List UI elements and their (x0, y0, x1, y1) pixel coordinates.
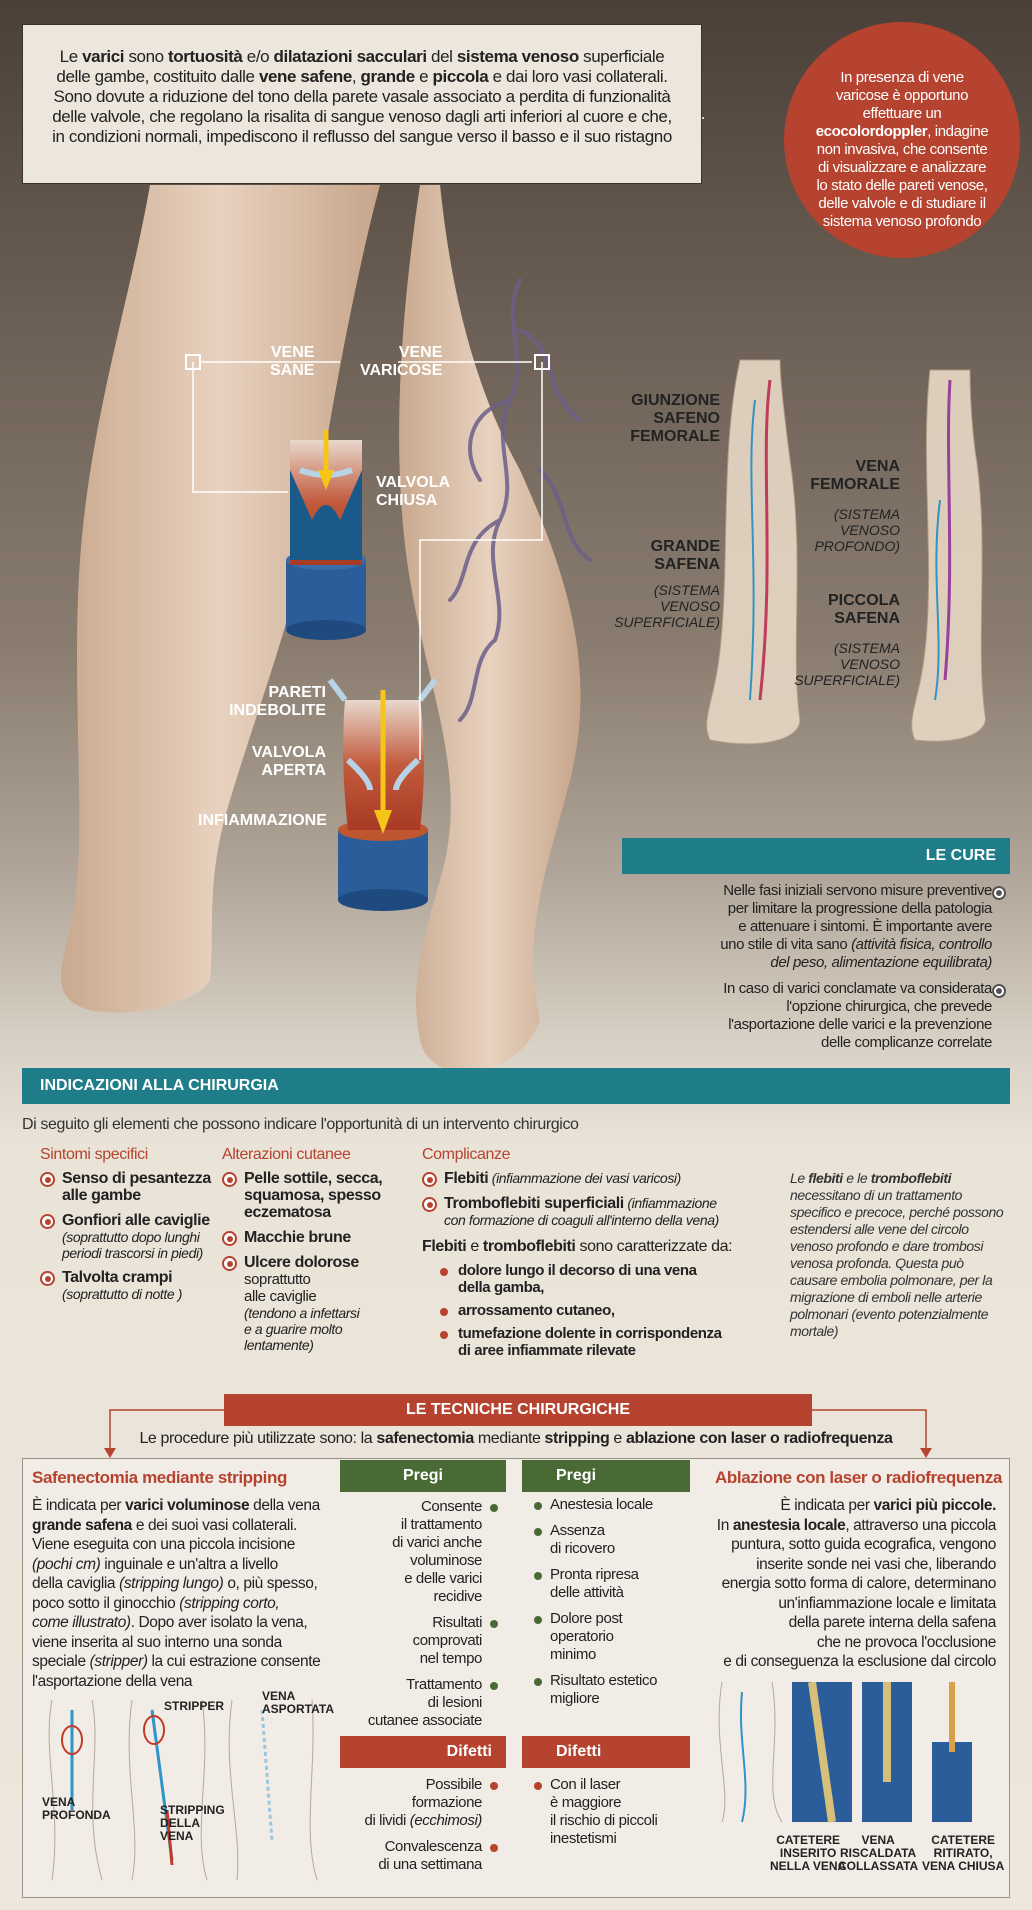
stripping-illustration (48, 1699, 318, 1881)
techniques-box (22, 1458, 1010, 1898)
techniques-header: LE TECNICHE CHIRURGICHE (224, 1394, 812, 1426)
ablation-title: Ablazione con laser o radiofrequenza (715, 1468, 1002, 1487)
complications-column: Complicanze Flebiti (infiammazione dei v… (422, 1146, 782, 1359)
techniques-intro: Le procedure più utilizzate sono: la saf… (139, 1430, 893, 1447)
list-item: Anestesia locale (532, 1496, 692, 1514)
surgery-indications-header: INDICAZIONI ALLA CHIRURGIA (22, 1068, 1010, 1104)
surgery-indications-intro: Di seguito gli elementi che possono indi… (22, 1116, 579, 1133)
technique-arrows (104, 1409, 932, 1458)
symptoms-heading: Sintomi specifici (40, 1146, 148, 1163)
cure-paragraph-1: Nelle fasi iniziali servono misure preve… (720, 882, 992, 971)
skin-heading: Alterazioni cutanee (222, 1146, 351, 1163)
list-item: arrossamento cutaneo, (436, 1302, 782, 1319)
anatomy-legs (706, 359, 986, 745)
legs-illustration (61, 185, 986, 1073)
ablation-pros-header: Pregi (522, 1460, 690, 1492)
label-stripper: STRIPPER (164, 1699, 225, 1713)
ecocolordoppler-circle: In presenza di vene varicose è opportuno… (784, 22, 1020, 258)
label-inflammation: INFIAMMAZIONE (198, 812, 327, 829)
ablation-text: È indicata per varici più piccole. In an… (716, 1497, 997, 1670)
ablation-cons-header: Difetti (522, 1736, 690, 1768)
complications-heading: Complicanze (422, 1146, 511, 1163)
open-valve-diagram (327, 678, 438, 911)
cure-header: LE CURE (622, 838, 1010, 874)
complications-subtitle: Flebiti e tromboflebiti sono caratterizz… (422, 1238, 733, 1255)
list-item: Talvolta crampi(soprattutto di notte ) (40, 1269, 220, 1302)
list-item: Tromboflebiti superficiali (infiammazion… (422, 1195, 782, 1228)
stripping-cons-header: Difetti (340, 1736, 506, 1768)
thrombophlebitis-note: Le flebiti e le tromboflebiti necessitan… (790, 1170, 1004, 1339)
right-leg (399, 185, 581, 1073)
bullet-icon (992, 886, 1006, 900)
cure-paragraph-2: In caso di varici conclamate va consider… (723, 980, 992, 1051)
varicose-veins (448, 278, 592, 722)
stripping-text: È indicata per varici voluminose della v… (32, 1497, 321, 1690)
left-leg (61, 185, 381, 1013)
list-item: Flebiti (infiammazione dei vasi varicosi… (422, 1170, 782, 1187)
bullet-icon (992, 984, 1006, 998)
stripping-pros-header: Pregi (340, 1460, 506, 1492)
stripping-title: Safenectomia mediante stripping (32, 1468, 287, 1487)
skin-alterations-column: Alterazioni cutanee Pelle sottile, secca… (222, 1146, 402, 1353)
intro-text-box: Le varici sono tortuosità e/o dilatazion… (22, 24, 702, 184)
closed-valve-diagram (286, 430, 366, 640)
list-item: Macchie brune (222, 1229, 402, 1246)
ablation-illustration (718, 1682, 972, 1823)
list-item: Gonfiori alle caviglie(soprattutto dopo … (40, 1212, 220, 1261)
